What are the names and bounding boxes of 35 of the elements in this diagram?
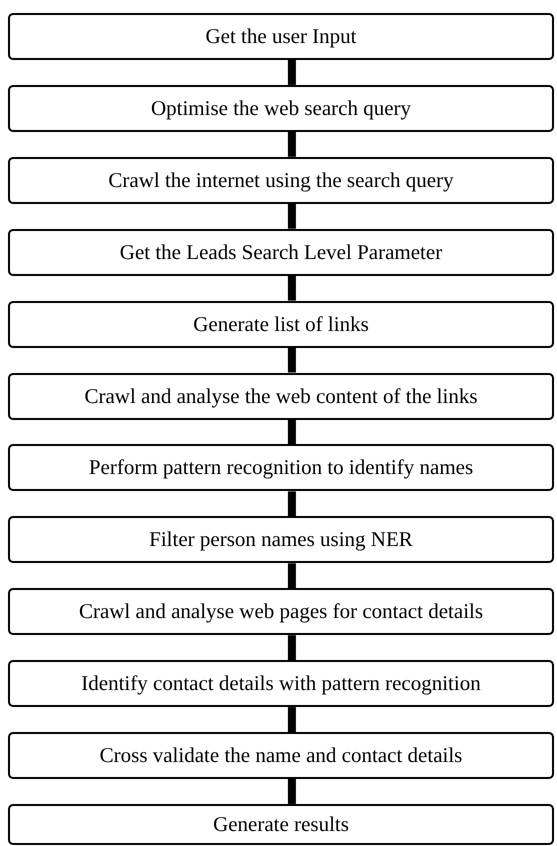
arrow xyxy=(288,60,296,85)
process-box xyxy=(8,732,554,779)
step-label: Get the Leads Search Level Parameter xyxy=(120,240,442,265)
arrow xyxy=(288,276,296,301)
arrow xyxy=(288,348,296,372)
arrow xyxy=(288,635,296,660)
arrow xyxy=(288,707,296,732)
step-label: Filter person names using NER xyxy=(149,527,413,552)
step-label: Cross validate the name and contact details xyxy=(100,743,462,768)
step-label: Generate list of links xyxy=(193,312,369,337)
process-box xyxy=(8,660,554,708)
arrow xyxy=(288,563,296,588)
step-label: Crawl the internet using the search query xyxy=(108,168,454,193)
process-box xyxy=(8,13,554,60)
process-box xyxy=(8,300,554,348)
step-label: Generate results xyxy=(213,812,349,837)
arrow xyxy=(288,132,296,157)
arrow xyxy=(288,491,296,516)
process-box xyxy=(8,228,554,276)
process-box xyxy=(8,804,554,845)
step-label: Perform pattern recognition to identify names xyxy=(88,455,474,480)
step-label: Optimise the web search query xyxy=(150,96,412,121)
process-box xyxy=(8,516,554,564)
step-label: Crawl and analyse the web content of the links xyxy=(84,384,478,408)
arrow xyxy=(288,204,296,229)
process-box xyxy=(8,372,554,420)
process-box xyxy=(8,444,554,492)
step-label: Get the user Input xyxy=(205,24,357,49)
arrow xyxy=(288,420,296,444)
step-label: Crawl and analyse web pages for contact details xyxy=(78,599,484,624)
process-box xyxy=(8,156,554,204)
step-label: Identify contact details with pattern recognition xyxy=(81,671,481,696)
arrow xyxy=(288,779,296,804)
process-box xyxy=(8,588,554,636)
process-box xyxy=(8,84,554,132)
